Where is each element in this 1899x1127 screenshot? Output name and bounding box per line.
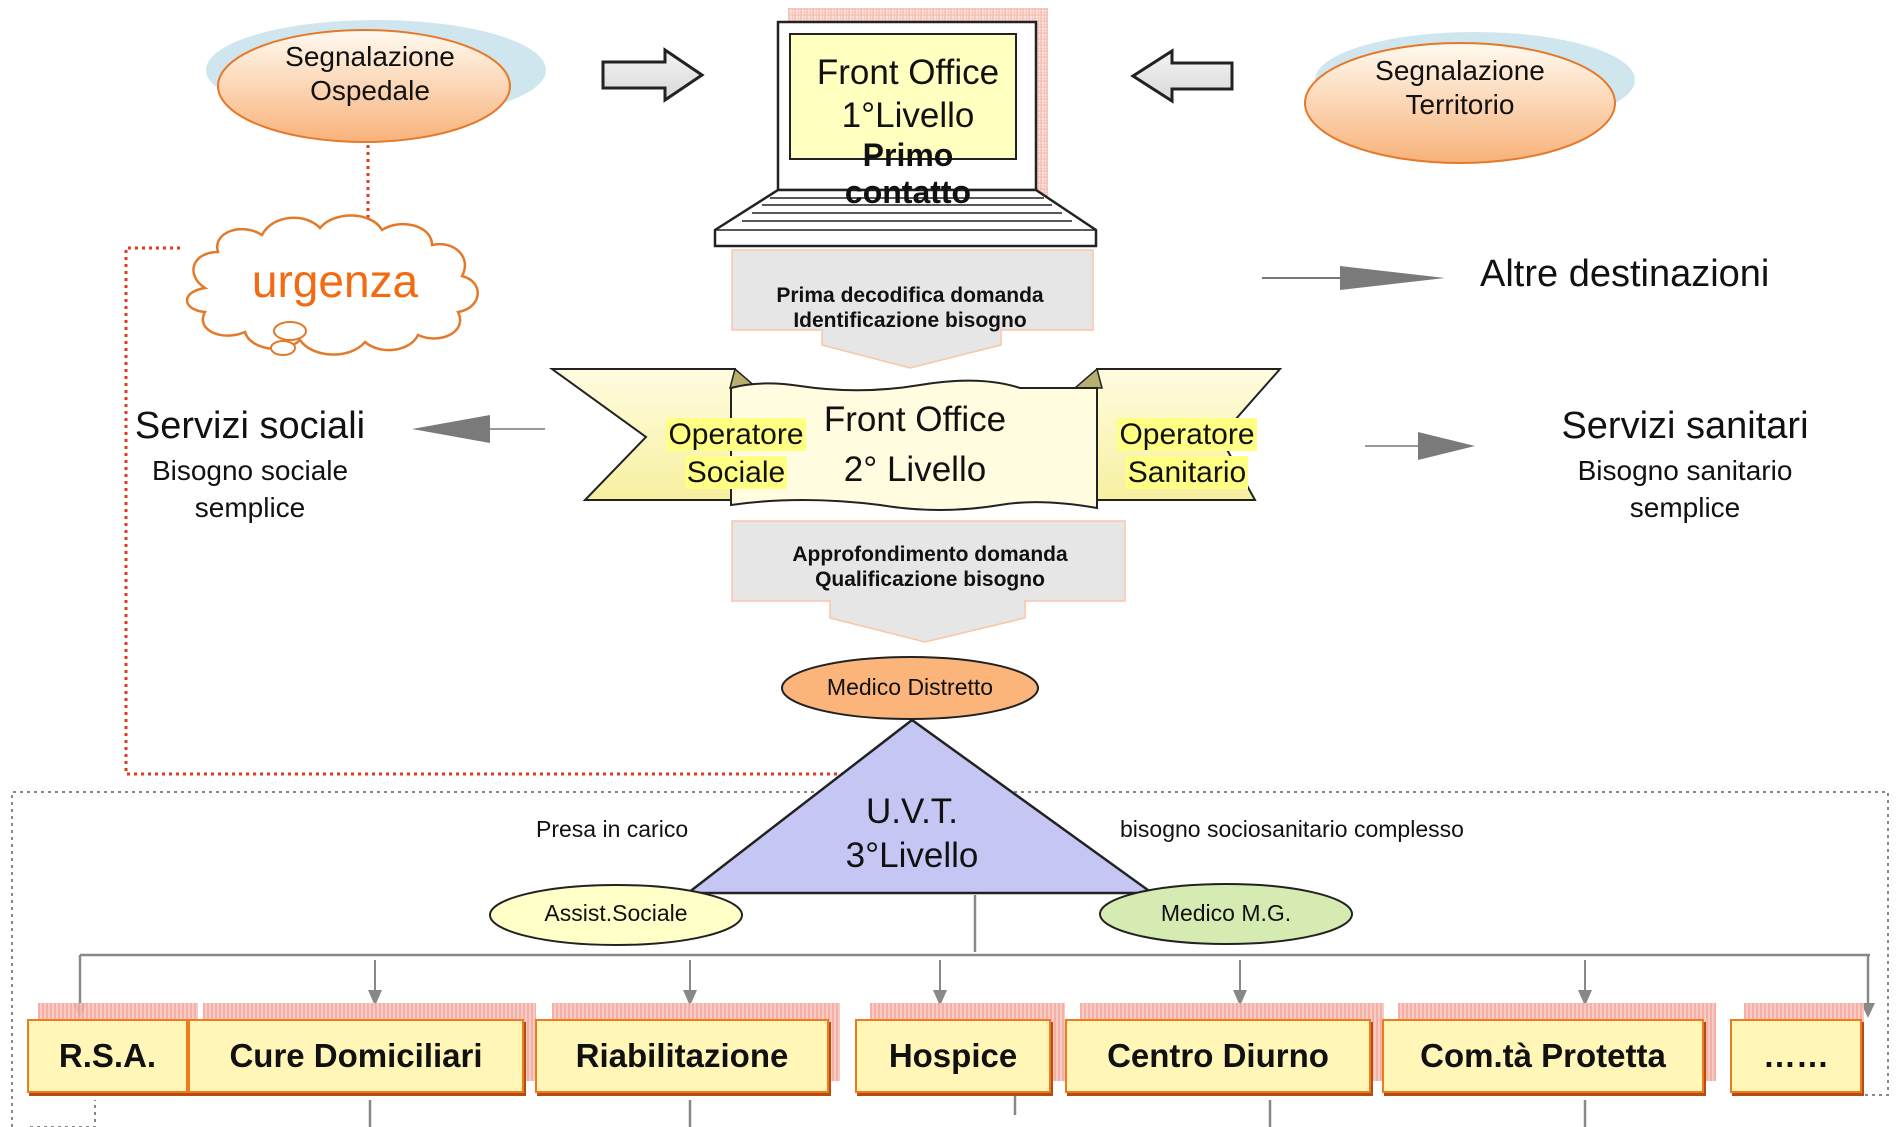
social-arrow-head: [412, 415, 490, 443]
territory-oval: [1304, 42, 1616, 164]
urgency-cloud: [185, 214, 479, 356]
gp-oval: [1099, 883, 1353, 945]
arrow-right-block: [601, 47, 705, 103]
level2-label: Front Office 2° Livello: [823, 400, 1007, 489]
urgency-label: urgenza: [251, 255, 419, 307]
ribbon-center: [730, 379, 1098, 511]
dotted-frame: [11, 791, 1889, 1127]
medico-distretto-label: Medico Distretto: [826, 674, 994, 700]
medico-distretto-oval: [781, 656, 1039, 720]
social-services: Servizi sociali Bisogno sociale semplice: [134, 405, 366, 524]
bottom-stubs: [368, 1090, 1587, 1127]
service-hospice: Hospice: [855, 1019, 1051, 1093]
step1-label: Prima decodifica domanda Identificazione…: [776, 284, 1044, 333]
service-rsa: R.S.A.: [27, 1019, 188, 1093]
hospital-label: Segnalazione Ospedale: [285, 41, 455, 106]
service-protected-community: Com.tà Protetta: [1382, 1019, 1704, 1093]
health-services: Servizi sanitari Bisogno sanitario sempl…: [1561, 405, 1809, 524]
service-home-care: Cure Domiciliari: [188, 1019, 524, 1093]
other-arrow-head: [1340, 266, 1445, 290]
step2-label: Approfondimento domanda Qualificazione b…: [792, 543, 1068, 592]
drop-arrows: [368, 960, 1592, 1006]
service-rehabilitation: Riabilitazione: [535, 1019, 829, 1093]
assist-label: Assist.Sociale: [544, 900, 688, 926]
step2-arrow: [731, 520, 1126, 643]
operator-social: Operatore Sociale: [666, 418, 806, 489]
hospital-oval: [217, 29, 511, 143]
territory-label: Segnalazione Territorio: [1375, 55, 1545, 120]
urgency-path-2: [124, 246, 880, 776]
uvt-label: U.V.T. 3°Livello: [845, 792, 979, 875]
uvt-triangle: [684, 718, 1156, 895]
step1-arrow: [731, 249, 1094, 369]
health-arrow-head: [1418, 432, 1475, 460]
presa-in-carico: Presa in carico: [536, 816, 689, 842]
service-more: ……: [1730, 1019, 1862, 1093]
service-day-center: Centro Diurno: [1065, 1019, 1371, 1093]
assist-oval: [489, 884, 743, 946]
operator-health: Operatore Sanitario: [1117, 418, 1257, 489]
level1-label: Front Office 1°Livello Primo contatto: [816, 53, 1000, 211]
gp-label: Medico M.G.: [1160, 900, 1292, 926]
arrow-left-block: [1130, 48, 1234, 104]
other-destinations: Altre destinazioni: [1480, 253, 1770, 295]
dotted-frame-bottom: [30, 1100, 96, 1127]
complex-need: bisogno sociosanitario complesso: [1120, 816, 1464, 842]
